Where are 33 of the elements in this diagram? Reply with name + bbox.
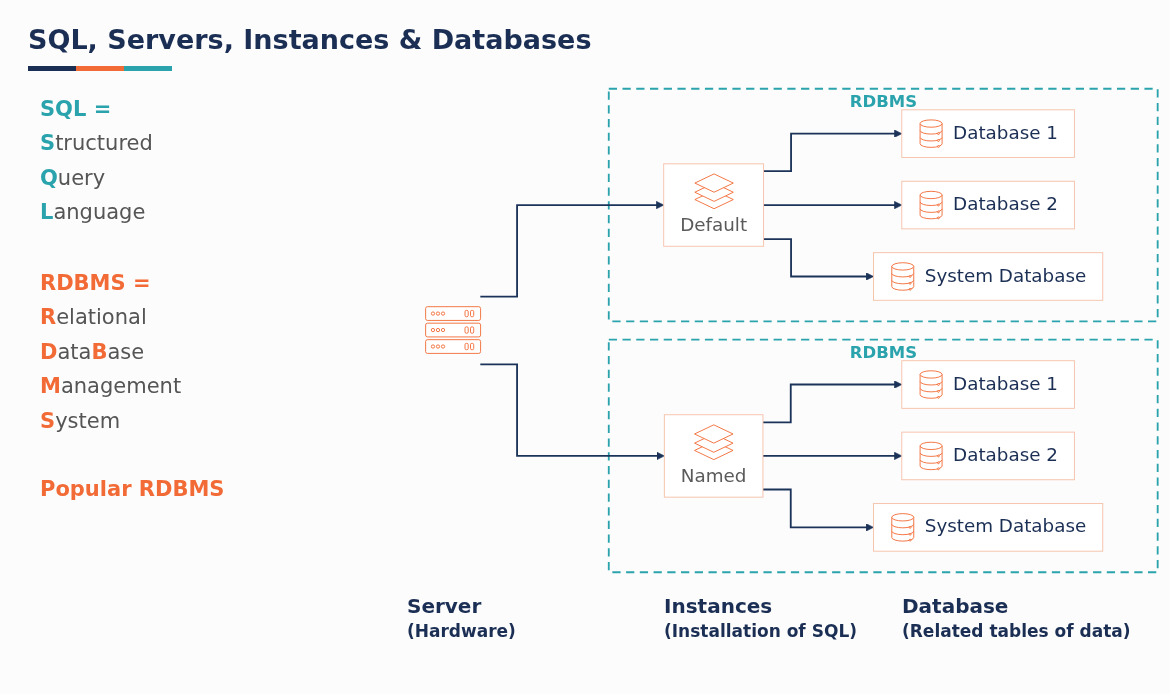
node-box: System Database (873, 503, 1104, 552)
title: SQL, Servers, Instances & Databases (28, 24, 592, 55)
arrow (762, 451, 903, 460)
arrow (762, 201, 903, 210)
column-subheading: (Hardware) (407, 621, 516, 642)
acronym-word: Management (40, 374, 182, 400)
section-heading: Popular RDBMS (40, 477, 225, 503)
column-heading: Database (902, 594, 1009, 618)
column-subheading: (Related tables of data) (902, 621, 1131, 642)
acronym-word: Language (40, 200, 146, 226)
node-box: Named (663, 414, 764, 498)
arrow (762, 238, 874, 281)
node-box: Default (663, 163, 765, 247)
arrow (762, 129, 903, 172)
acronym-word: System (40, 409, 121, 435)
arrow (479, 363, 665, 460)
acronym-word: Structured (40, 131, 153, 157)
section-heading: RDBMS = (40, 271, 151, 297)
column-subheading: (Installation of SQL) (664, 621, 857, 642)
node-box: Database 1 (901, 360, 1075, 409)
node-box: Database 2 (901, 431, 1075, 481)
acronym-word: DataBase (40, 340, 145, 366)
section-heading: SQL = (40, 97, 112, 123)
node-box: Database 1 (901, 109, 1075, 158)
column-heading: Instances (664, 594, 773, 618)
node-box: Database 2 (901, 180, 1075, 230)
column-heading: Server (407, 594, 482, 618)
acronym-word: Relational (40, 305, 147, 331)
arrow (479, 201, 665, 298)
acronym-word: Query (40, 166, 106, 192)
arrow (762, 380, 903, 424)
arrow (762, 488, 874, 532)
node-box: System Database (873, 252, 1104, 301)
